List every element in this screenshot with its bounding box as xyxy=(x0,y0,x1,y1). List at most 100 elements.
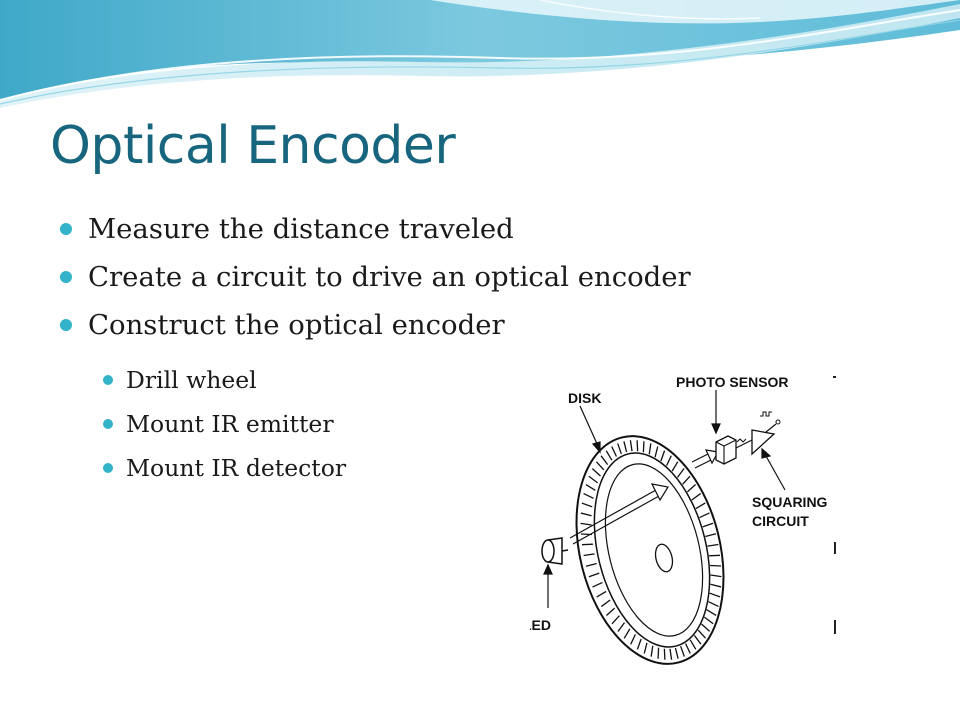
disk-slot xyxy=(702,522,714,528)
disk-slot xyxy=(710,574,722,578)
disk-slot xyxy=(689,639,697,650)
disk-slot xyxy=(583,553,595,557)
disk-slot xyxy=(630,634,637,645)
disk-slot xyxy=(654,446,659,458)
slide-title: Optical Encoder xyxy=(50,116,456,176)
sensor-beam-arrow xyxy=(691,449,719,469)
led-emitter xyxy=(541,537,569,565)
disk-label: DISK xyxy=(568,390,602,406)
disk-slot xyxy=(585,484,596,491)
edge-mark xyxy=(834,620,836,634)
bullet-item: Measure the distance traveled xyxy=(58,205,691,253)
disk-slot xyxy=(701,623,711,632)
disk-slot xyxy=(585,562,597,567)
disk-slot xyxy=(595,461,605,471)
disk-slot xyxy=(665,455,672,466)
disk-slot xyxy=(706,609,717,616)
disk-slot xyxy=(636,440,639,452)
photo-sensor-label: PHOTO SENSOR xyxy=(676,374,789,390)
disk-slot xyxy=(583,493,594,499)
label-arrows xyxy=(543,390,786,608)
bullet-text: Measure the distance traveled xyxy=(88,213,514,245)
led-label: LED xyxy=(530,617,551,633)
disk-slot xyxy=(676,468,685,478)
disk-slot xyxy=(580,512,592,517)
disk-slot xyxy=(693,634,702,645)
disk-slot xyxy=(588,475,599,484)
disk-slot xyxy=(674,647,679,659)
disk-slots xyxy=(580,440,722,660)
bullet-dot-icon xyxy=(103,463,113,473)
disk-slot xyxy=(660,450,666,462)
photo-sensor xyxy=(715,435,753,465)
disk-slot xyxy=(592,581,603,588)
led-label-clip: LED xyxy=(530,616,553,636)
sub-bullet-item: Mount IR emitter xyxy=(102,402,346,446)
disk-slot xyxy=(680,645,685,657)
disk-slot xyxy=(705,533,717,538)
disk-slot xyxy=(691,492,702,501)
disk-slot xyxy=(710,583,722,588)
encoder-drawing xyxy=(541,390,786,665)
light-beam-arrow xyxy=(569,483,669,545)
disk-slot xyxy=(703,616,714,625)
disk-slot xyxy=(629,440,633,452)
disk-slot xyxy=(591,468,601,477)
sub-bullet-item: Mount IR detector xyxy=(102,446,346,490)
sub-bullet-text: Mount IR emitter xyxy=(126,410,334,438)
disk-slot xyxy=(686,483,696,493)
disk-slot xyxy=(695,502,706,510)
disk-slot xyxy=(623,441,628,453)
squaring-circuit xyxy=(751,411,781,456)
disk-slot xyxy=(642,441,645,453)
disk-slot xyxy=(682,475,691,485)
disk-slot xyxy=(707,543,719,547)
disk-slot xyxy=(671,461,679,472)
bullet-dot-icon xyxy=(103,375,113,385)
bullet-text: Construct the optical encoder xyxy=(88,309,505,341)
disk-slot xyxy=(600,599,611,608)
optical-encoder-diagram: DISK PHOTO SENSOR SQUARING CIRCUIT LED xyxy=(530,372,836,672)
disk-slot xyxy=(596,590,607,598)
disk-slot xyxy=(650,645,654,657)
disk-slot xyxy=(684,643,691,654)
disk-slot xyxy=(611,615,620,625)
disk-slot xyxy=(657,647,660,659)
disk-slot xyxy=(663,648,666,660)
disk-slot xyxy=(605,450,613,461)
sub-bullet-item: Drill wheel xyxy=(102,358,346,402)
disk-slot xyxy=(709,592,721,598)
bullet-dot-icon xyxy=(60,319,72,331)
disk-slot xyxy=(600,455,609,466)
disk-slot xyxy=(643,642,648,654)
encoder-disk xyxy=(575,435,725,665)
edge-mark xyxy=(834,542,836,554)
bullet-list: Measure the distance traveled Create a c… xyxy=(58,205,691,349)
bullet-dot-icon xyxy=(60,271,72,283)
disk-slot xyxy=(611,446,618,457)
disk-slot xyxy=(636,638,642,650)
bullet-dot-icon xyxy=(60,223,72,235)
disk-slot xyxy=(709,554,721,557)
disk-slot xyxy=(581,502,593,508)
disk-slot xyxy=(697,629,707,639)
header-banner xyxy=(0,0,960,108)
squaring-circuit-label-2: CIRCUIT xyxy=(752,513,809,529)
disk-slot xyxy=(617,443,622,455)
disk-slot xyxy=(588,572,600,578)
sub-bullet-text: Mount IR detector xyxy=(126,454,347,482)
sub-bullet-text: Drill wheel xyxy=(126,366,257,394)
edge-mark xyxy=(833,376,836,378)
bullet-item: Construct the optical encoder xyxy=(58,301,691,349)
disk-slot xyxy=(710,564,722,567)
disk-slot xyxy=(623,628,631,639)
disk-slot xyxy=(581,543,593,546)
disk-slot xyxy=(699,512,710,519)
squaring-circuit-label: SQUARING xyxy=(752,494,828,510)
bullet-text: Create a circuit to drive an optical enc… xyxy=(88,261,691,293)
disk-slot xyxy=(617,622,626,632)
bullet-dot-icon xyxy=(103,419,113,429)
disk-slot xyxy=(606,607,616,617)
bullet-item: Create a circuit to drive an optical enc… xyxy=(58,253,691,301)
disk-slot xyxy=(648,443,652,455)
